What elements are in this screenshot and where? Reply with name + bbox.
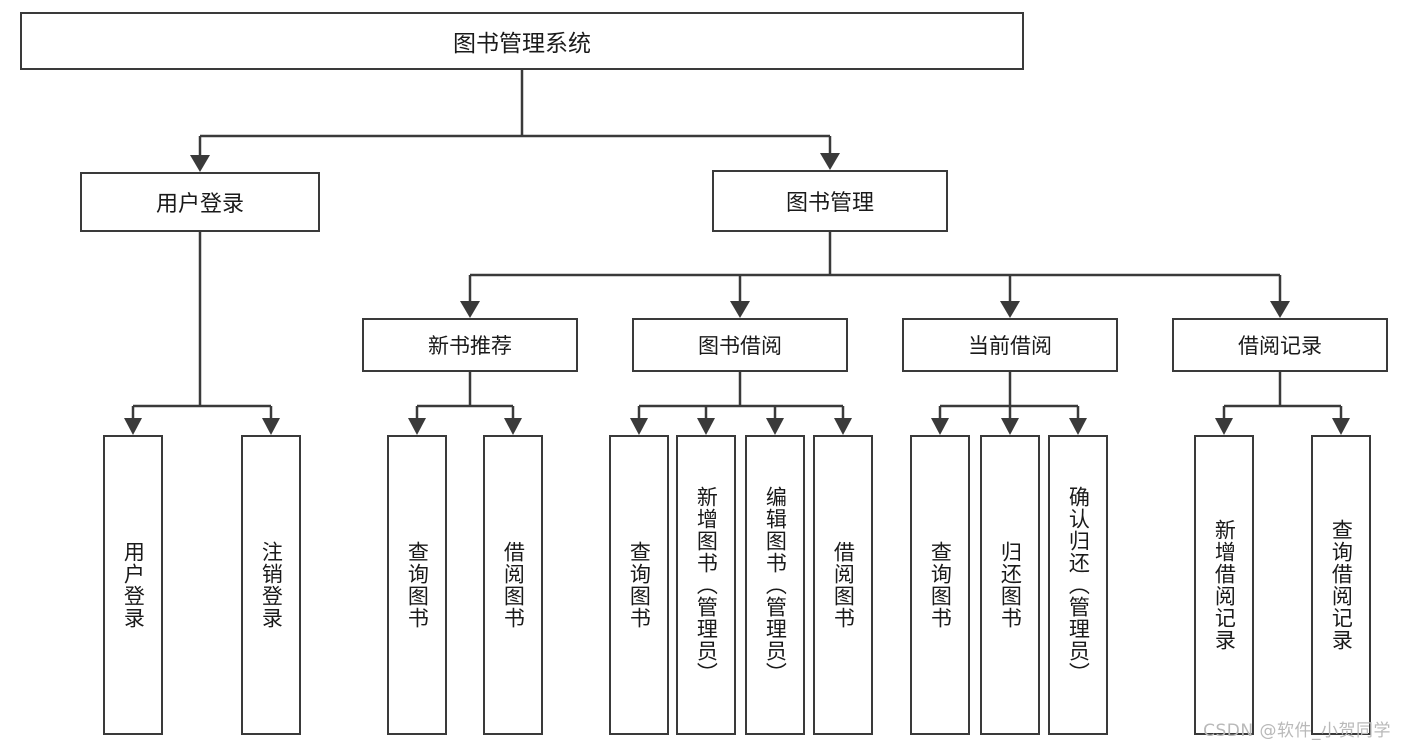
leaf-query-book-1[interactable]: 查询图书 — [387, 435, 447, 735]
leaf-query-book-2[interactable]: 查询图书 — [609, 435, 669, 735]
link-bookmanage-to-level2 — [460, 232, 1290, 318]
leaf-add-borrow-record[interactable]: 新增借阅记录 — [1194, 435, 1254, 735]
leaf-return-book[interactable]: 归还图书 — [980, 435, 1040, 735]
node-root[interactable]: 图书管理系统 — [20, 12, 1024, 70]
leaf-confirm-return-admin[interactable]: 确认归还（管理员） — [1048, 435, 1108, 735]
leaf-user-login[interactable]: 用户登录 — [103, 435, 163, 735]
leaf-edit-book-admin[interactable]: 编辑图书（管理员） — [745, 435, 805, 735]
link-newbook-to-leaves — [408, 372, 522, 435]
node-current-borrow[interactable]: 当前借阅 — [902, 318, 1118, 372]
leaf-borrow-book-1[interactable]: 借阅图书 — [483, 435, 543, 735]
node-user-login[interactable]: 用户登录 — [80, 172, 320, 232]
node-book-borrow[interactable]: 图书借阅 — [632, 318, 848, 372]
link-borrowrecord-to-leaves — [1215, 372, 1350, 435]
leaf-add-book-admin[interactable]: 新增图书（管理员） — [676, 435, 736, 735]
csdn-watermark: CSDN @软件_小贺同学 — [1203, 721, 1391, 741]
node-book-manage[interactable]: 图书管理 — [712, 170, 948, 232]
leaf-user-logout[interactable]: 注销登录 — [241, 435, 301, 735]
node-new-book-recommend[interactable]: 新书推荐 — [362, 318, 578, 372]
node-borrow-record[interactable]: 借阅记录 — [1172, 318, 1388, 372]
link-root-to-level1 — [190, 70, 840, 172]
link-userlogin-to-leaves — [124, 232, 280, 435]
leaf-query-borrow-record[interactable]: 查询借阅记录 — [1311, 435, 1371, 735]
link-currentborrow-to-leaves — [931, 372, 1087, 435]
leaf-query-book-3[interactable]: 查询图书 — [910, 435, 970, 735]
leaf-borrow-book-2[interactable]: 借阅图书 — [813, 435, 873, 735]
link-bookborrow-to-leaves — [630, 372, 852, 435]
